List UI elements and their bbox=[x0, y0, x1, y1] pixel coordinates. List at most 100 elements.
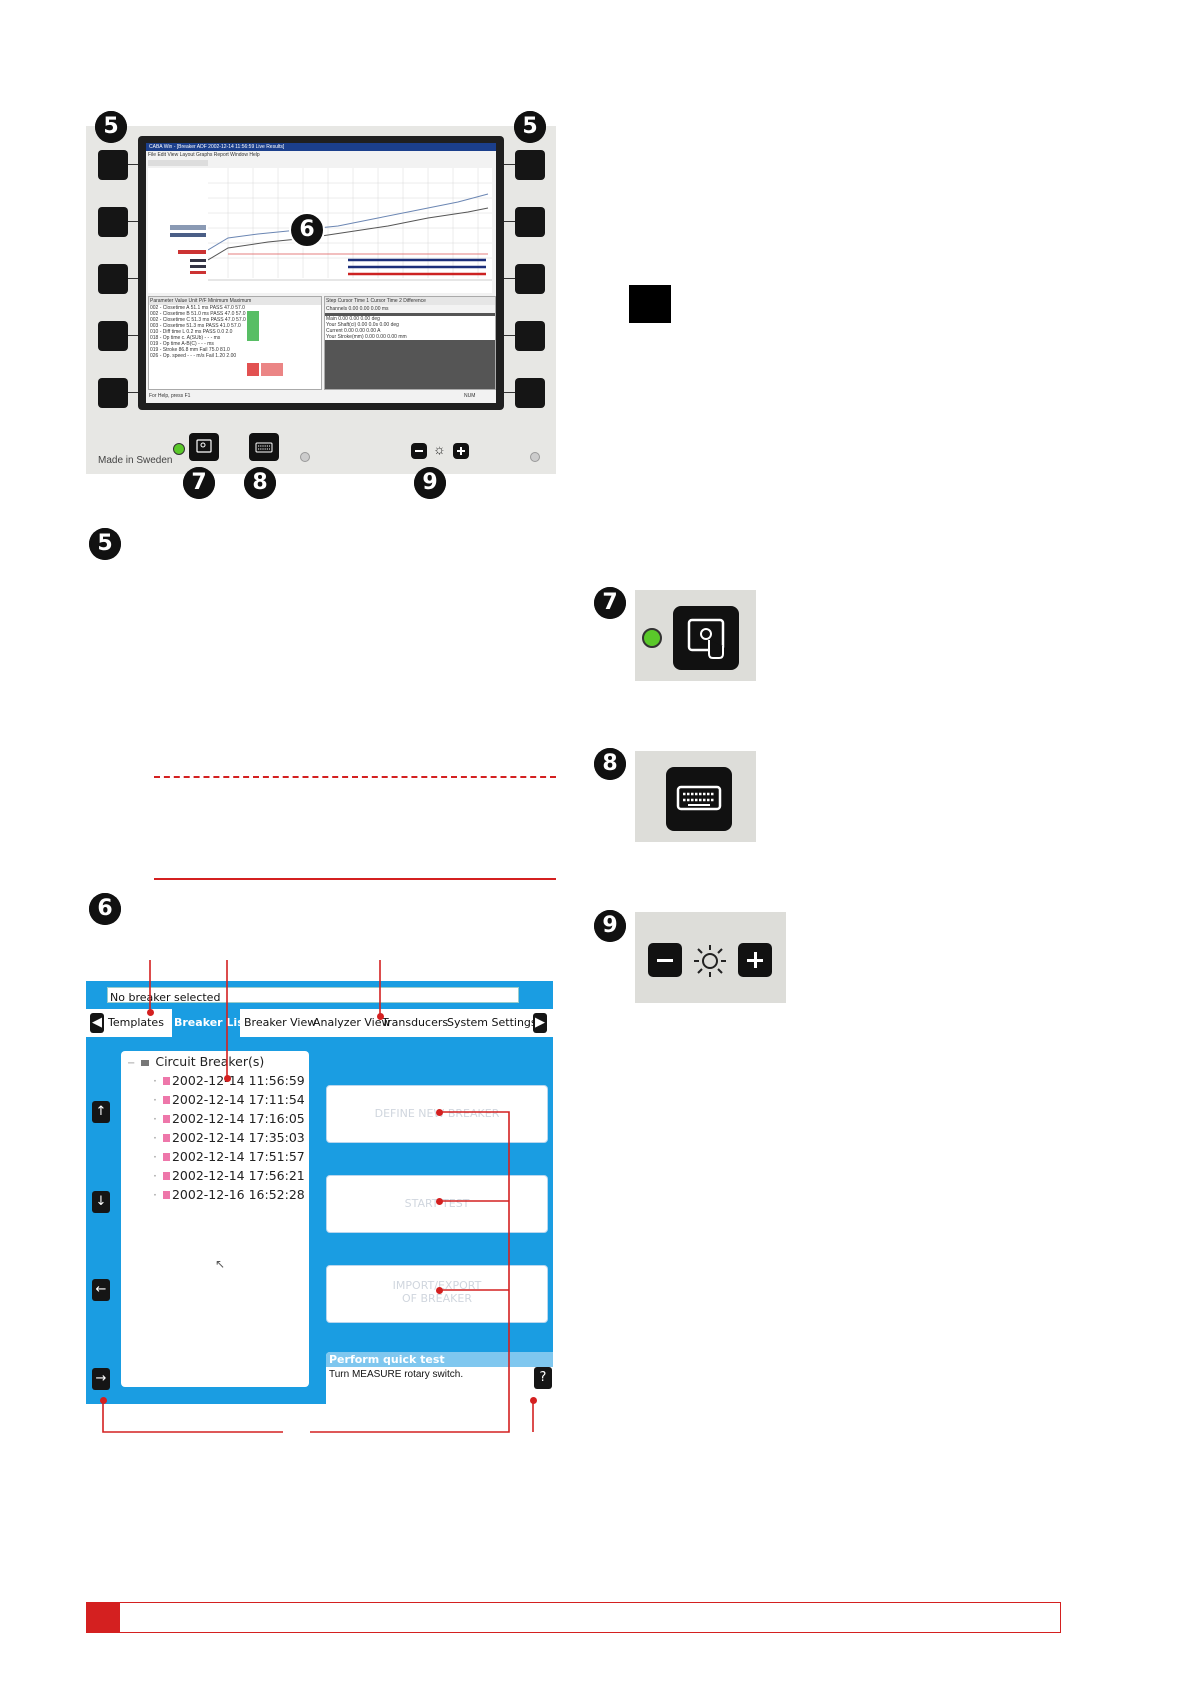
breaker-file-icon bbox=[162, 1096, 170, 1104]
import-export-button[interactable]: IMPORT/EXPORT OF BREAKER bbox=[326, 1265, 548, 1323]
info-box-text: Turn MEASURE rotary switch. bbox=[329, 1369, 464, 1380]
touch-icon bbox=[196, 439, 212, 453]
leader-dot bbox=[224, 1075, 231, 1082]
tab-transducers[interactable]: Transducers bbox=[382, 1016, 449, 1029]
right-softkey-3[interactable] bbox=[515, 264, 545, 294]
results-row: 019 - Op time A-B(C) - - - ms bbox=[150, 341, 214, 347]
results-row: 019 - Stroke 86.8 mm Fail 75.0 81.0 bbox=[150, 347, 230, 353]
brightness-icon bbox=[694, 945, 726, 977]
info-box-title: Perform quick test bbox=[326, 1352, 553, 1367]
right-softkey-1[interactable] bbox=[515, 150, 545, 180]
app-statusbar-right: NUM bbox=[464, 393, 476, 399]
app-statusbar-left: For Help, press F1 bbox=[149, 393, 191, 399]
tree-item[interactable]: · 2002-12-14 17:16:05 bbox=[153, 1111, 305, 1126]
leader-dot bbox=[436, 1198, 443, 1205]
tab-templates[interactable]: Templates bbox=[108, 1016, 164, 1029]
left-softkey-2[interactable] bbox=[98, 207, 128, 237]
breaker-file-icon bbox=[162, 1077, 170, 1085]
nav-up-button[interactable]: ↑ bbox=[92, 1101, 110, 1123]
touch-button-detail bbox=[635, 590, 756, 681]
leader-dot bbox=[530, 1397, 537, 1404]
tab-analyzer-view[interactable]: Analyzer View bbox=[313, 1016, 391, 1029]
brightness-plus-button[interactable] bbox=[453, 443, 469, 459]
tab-breaker-view[interactable]: Breaker View bbox=[244, 1016, 317, 1029]
tree-item[interactable]: · 2002-12-16 16:52:28 bbox=[153, 1187, 305, 1202]
mouse-cursor-icon: ↖ bbox=[215, 1257, 226, 1271]
touch-mode-button-detail bbox=[673, 606, 739, 670]
right-softkey-5[interactable] bbox=[515, 378, 545, 408]
cursor-panel: Step Cursor Time 1 Cursor Time 2 Differe… bbox=[324, 296, 496, 390]
tab-row bbox=[86, 1009, 553, 1037]
power-led bbox=[173, 443, 185, 455]
touch-icon bbox=[687, 618, 725, 659]
chart-legend-panel bbox=[148, 168, 208, 293]
callout-5-right: 5 bbox=[514, 111, 546, 143]
callout-5-left: 5 bbox=[95, 111, 127, 143]
app-menubar: File Edit View Layout Graphs Report Wind… bbox=[148, 152, 260, 158]
nav-right-button[interactable]: → bbox=[92, 1368, 110, 1390]
section-9-callout: 9 bbox=[594, 910, 626, 942]
keyboard-button-detail bbox=[635, 751, 756, 842]
breaker-file-icon bbox=[162, 1191, 170, 1199]
device-screen-content: CABA Win - [Breaker ADF 2002-12-14 11:56… bbox=[146, 143, 496, 403]
tree-root[interactable]: − Circuit Breaker(s) bbox=[127, 1054, 265, 1069]
nav-left-button[interactable]: ← bbox=[92, 1279, 110, 1301]
tree-item[interactable]: · 2002-12-14 17:11:54 bbox=[153, 1092, 305, 1107]
leader-dot bbox=[147, 1009, 154, 1016]
tree-item[interactable]: · 2002-12-14 17:56:21 bbox=[153, 1168, 305, 1183]
tab-breaker-list-active[interactable]: Breaker List bbox=[172, 1009, 249, 1039]
screw-icon bbox=[530, 452, 540, 462]
tab-scroll-right-button[interactable]: ▶ bbox=[533, 1013, 547, 1033]
cursor-panel-header: Step Cursor Time 1 Cursor Time 2 Differe… bbox=[325, 297, 495, 305]
leader-dot bbox=[436, 1287, 443, 1294]
power-led-detail bbox=[642, 628, 662, 648]
results-row: 010 - Diff time L 0.2 ms PASS 0.0 2.0 bbox=[150, 329, 233, 335]
brightness-minus-button[interactable] bbox=[411, 443, 427, 459]
status-text: No breaker selected bbox=[110, 991, 221, 1004]
tree-item[interactable]: · 2002-12-14 17:51:57 bbox=[153, 1149, 305, 1164]
cursor-panel-row: Channels 0.00 0.00 0.00 ms bbox=[325, 305, 495, 313]
tree-item[interactable]: · 2002-12-14 11:56:59 bbox=[153, 1073, 305, 1088]
annotation-leaders bbox=[102, 960, 534, 1433]
keyboard-button[interactable] bbox=[249, 433, 279, 461]
right-softkey-4[interactable] bbox=[515, 321, 545, 351]
nav-down-button[interactable]: ↓ bbox=[92, 1191, 110, 1213]
cursor-row: Main 0.00 0.00 0.00 deg bbox=[326, 316, 380, 322]
tree-item[interactable]: · 2002-12-14 17:35:03 bbox=[153, 1130, 305, 1145]
callout-9: 9 bbox=[414, 467, 446, 499]
help-button[interactable]: ? bbox=[534, 1367, 552, 1389]
results-row: 026 - Op. speed - - - m/s Fail 1.20 2.00 bbox=[150, 353, 237, 359]
brightness-buttons-detail bbox=[635, 912, 786, 1003]
folder-icon bbox=[141, 1060, 150, 1066]
black-square-marker bbox=[629, 285, 671, 323]
tab-system-settings[interactable]: System Settings bbox=[447, 1016, 537, 1029]
left-softkey-1[interactable] bbox=[98, 150, 128, 180]
right-softkey-2[interactable] bbox=[515, 207, 545, 237]
brightness-plus-detail bbox=[738, 943, 772, 977]
callout-7: 7 bbox=[183, 467, 215, 499]
left-softkey-3[interactable] bbox=[98, 264, 128, 294]
timing-chart bbox=[208, 168, 492, 293]
left-softkey-5[interactable] bbox=[98, 378, 128, 408]
section-7-callout: 7 bbox=[594, 587, 626, 619]
callout-8: 8 bbox=[244, 467, 276, 499]
section-5-callout: 5 bbox=[89, 528, 121, 560]
cursor-row: Current 0.00 0.00 0.00 A bbox=[326, 328, 381, 334]
breaker-tree-panel: − Circuit Breaker(s) · 2002-12-14 11:56:… bbox=[121, 1051, 309, 1387]
breaker-file-icon bbox=[162, 1134, 170, 1142]
tab-scroll-left-button[interactable]: ◀ bbox=[90, 1013, 104, 1033]
results-row: 018 - Op time c. A(SUb) - - - ms bbox=[150, 335, 221, 341]
info-box: Perform quick test Turn MEASURE rotary s… bbox=[326, 1352, 553, 1404]
tab-breaker-list: Breaker List bbox=[174, 1016, 250, 1029]
device-front-panel-photo: CABA Win - [Breaker ADF 2002-12-14 11:56… bbox=[86, 126, 556, 474]
leader-dot bbox=[377, 1013, 384, 1020]
leader-dot bbox=[100, 1397, 107, 1404]
left-softkey-4[interactable] bbox=[98, 321, 128, 351]
results-row: 003 - Closetime 51.3 ms PASS 41.0 57.0 bbox=[150, 323, 241, 329]
footer-red-block bbox=[86, 1602, 120, 1633]
touch-mode-button[interactable] bbox=[189, 433, 219, 461]
section-8-callout: 8 bbox=[594, 748, 626, 780]
keyboard-icon bbox=[676, 785, 722, 811]
screw-icon bbox=[300, 452, 310, 462]
breaker-file-icon bbox=[162, 1172, 170, 1180]
